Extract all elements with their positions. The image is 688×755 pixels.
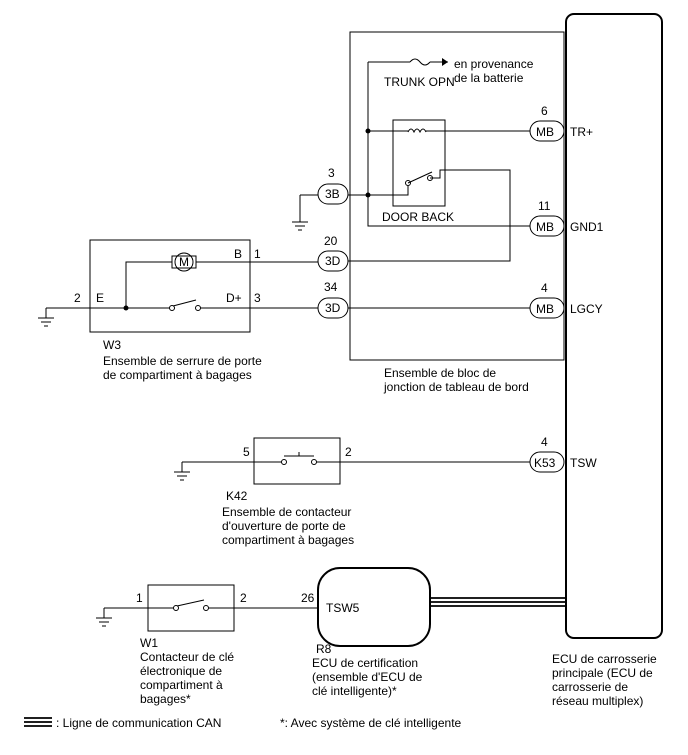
connector-3b	[317, 183, 349, 205]
body-ecu-box	[565, 13, 663, 639]
junction-block-line1: Ensemble de bloc de	[384, 366, 496, 380]
junction-block-box	[349, 31, 565, 361]
ground-symbol-w3	[38, 308, 54, 327]
fuse-symbol	[409, 58, 431, 66]
pin-3b-number: 3	[328, 166, 335, 180]
ground-symbol-w1	[96, 608, 112, 627]
w3-pin-e-number: 2	[74, 291, 81, 305]
connector-mb-gnd1	[529, 215, 565, 237]
battery-source-line2: de la batterie	[454, 71, 524, 85]
footnote: *: Avec système de clé intelligente	[280, 716, 462, 730]
k42-id: K42	[226, 489, 248, 503]
r8-desc-line1: ECU de certification	[312, 656, 418, 670]
connector-k53-label: K53	[534, 456, 556, 470]
door-back-label: DOOR BACK	[382, 210, 454, 224]
can-bus-lines	[430, 597, 566, 607]
pin-tr-number: 6	[541, 104, 548, 118]
pin-gnd1-number: 11	[538, 199, 551, 213]
w3-id: W3	[103, 338, 121, 352]
door-back-relay	[392, 119, 446, 207]
r8-desc-line2: (ensemble d'ECU de	[312, 670, 423, 684]
connector-3d-20-label: 3D	[325, 254, 341, 268]
body-ecu-desc-line2: principale (ECU de	[552, 666, 653, 680]
r8-tsw5-label: TSW5	[326, 601, 360, 615]
connector-3d-34-label: 3D	[325, 301, 341, 315]
can-legend-symbol	[24, 717, 52, 727]
ground-symbol-3b	[292, 221, 308, 231]
trunk-opn-label: TRUNK OPN	[384, 75, 455, 89]
k42-pin-left: 5	[243, 445, 250, 459]
k42-desc-line3: compartiment à bagages	[222, 533, 354, 547]
connector-3d-20	[317, 250, 349, 272]
body-ecu-desc-line4: réseau multiplex)	[552, 694, 643, 708]
r8-pin-number: 26	[301, 591, 315, 605]
w3-pin-d-number: 3	[254, 291, 261, 305]
can-legend-label: : Ligne de communication CAN	[56, 716, 221, 730]
pin-tsw-label: TSW	[570, 456, 597, 470]
battery-source-line1: en provenance	[454, 57, 534, 71]
k42-desc-line2: d'ouverture de porte de	[222, 519, 346, 533]
w3-pin-e: E	[96, 291, 104, 305]
w3-desc-line1: Ensemble de serrure de porte	[103, 354, 262, 368]
k42-box	[253, 437, 341, 485]
pin-gnd1-label: GND1	[570, 220, 604, 234]
junction-block-line2: jonction de tableau de bord	[383, 380, 529, 394]
body-ecu-desc-line3: carrosserie de	[552, 680, 628, 694]
connector-mb-gnd1-label: MB	[536, 220, 554, 234]
k42-pin-right: 2	[345, 445, 352, 459]
pin-34-number: 34	[324, 280, 338, 294]
connector-mb-lgcy-label: MB	[536, 302, 554, 316]
pin-lgcy-number: 4	[541, 281, 548, 295]
motor-label: M	[179, 255, 189, 269]
w3-desc-line2: de compartiment à bagages	[103, 368, 252, 382]
w1-id: W1	[140, 636, 158, 650]
r8-id: R8	[316, 642, 332, 656]
w1-pin-left: 1	[136, 591, 143, 605]
w1-desc-line2: électronique de	[140, 664, 222, 678]
connector-mb-tr-label: MB	[536, 125, 554, 139]
w3-pin-dplus: D+	[226, 291, 242, 305]
r8-box	[317, 567, 431, 647]
w1-pin-right: 2	[240, 591, 247, 605]
connector-mb-tr	[529, 120, 565, 142]
motor-symbol	[174, 252, 194, 272]
w3-box	[89, 239, 251, 333]
relay-coil	[407, 128, 427, 134]
w3-pin-b-number: 1	[254, 247, 261, 261]
pin-tr-label: TR+	[570, 125, 593, 139]
k42-desc-line1: Ensemble de contacteur	[222, 505, 351, 519]
pin-tsw-number: 4	[541, 435, 548, 449]
body-ecu-desc-line1: ECU de carrosserie	[552, 652, 657, 666]
w3-pin-b: B	[234, 247, 242, 261]
pin-20-number: 20	[324, 234, 338, 248]
battery-arrow	[442, 58, 448, 66]
pin-lgcy-label: LGCY	[570, 302, 603, 316]
w1-desc-line3: compartiment à	[140, 678, 223, 692]
w1-desc-line1: Contacteur de clé	[140, 650, 234, 664]
w1-desc-line4: bagages*	[140, 692, 191, 706]
connector-3b-label: 3B	[325, 187, 340, 201]
connector-k53	[529, 451, 565, 473]
connector-mb-lgcy	[529, 297, 565, 319]
ground-symbol-k42	[174, 462, 190, 481]
r8-desc-line3: clé intelligente)*	[312, 684, 397, 698]
